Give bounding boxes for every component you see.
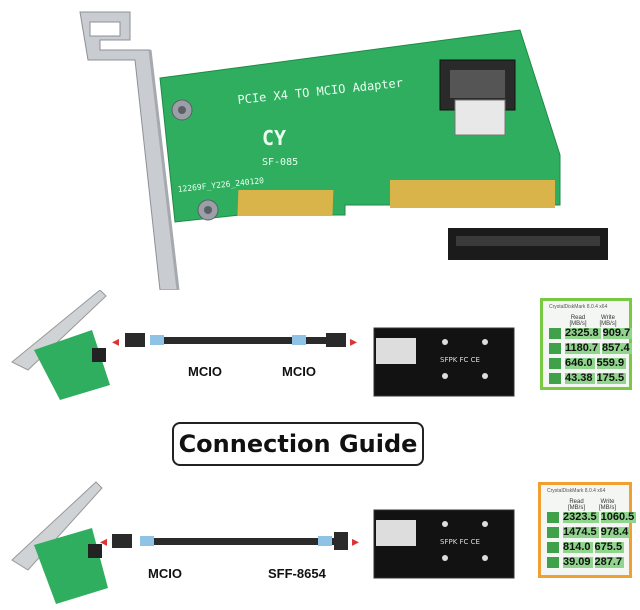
m2-adapter-board: SFPK FC CE	[373, 509, 515, 579]
gold-fingers	[237, 180, 555, 216]
connection-guide-title: Connection Guide	[172, 422, 424, 466]
mcio-cable: ◂ ▸	[112, 333, 357, 350]
main-adapter-photo: PCIe X4 TO MCIO Adapter CY SF-085 12269F…	[79, 11, 608, 290]
svg-text:▸: ▸	[352, 534, 359, 550]
mcio-connector-icon	[439, 59, 516, 136]
m2-adapter-board: SFPK FC CE	[373, 327, 515, 397]
row2-photos: ◂ ▸ SFPK FC CE	[11, 481, 515, 604]
mcio-to-sff8654-cable: ◂ ▸	[100, 532, 359, 550]
row1-left-label: MCIO	[188, 364, 222, 379]
small-adapter-photo	[11, 481, 108, 604]
small-adapter-photo	[11, 290, 110, 400]
svg-text:◂: ◂	[100, 534, 107, 550]
adapter-logo: CY	[262, 126, 286, 150]
svg-text:▸: ▸	[350, 334, 357, 350]
svg-text:◂: ◂	[112, 334, 119, 350]
adapter-model: SF-085	[262, 157, 298, 168]
row2-right-label: SFF-8654	[268, 566, 326, 581]
benchmark-screenshot-2: CrystalDiskMark 8.0.4 x64 Read [MB/s]Wri…	[538, 482, 637, 578]
row1-right-label: MCIO	[282, 364, 316, 379]
pcie-slot-connector	[448, 228, 608, 260]
row1-photos: ◂ ▸ SFPK FC CE	[11, 290, 515, 400]
svg-text:SFPK FC CE: SFPK FC CE	[440, 538, 480, 546]
svg-text:SFPK FC CE: SFPK FC CE	[440, 356, 480, 364]
row2-left-label: MCIO	[148, 566, 182, 581]
bracket	[79, 11, 180, 290]
benchmark-screenshot-1: CrystalDiskMark 8.0.4 x64 Read [MB/s]Wri…	[540, 298, 633, 390]
